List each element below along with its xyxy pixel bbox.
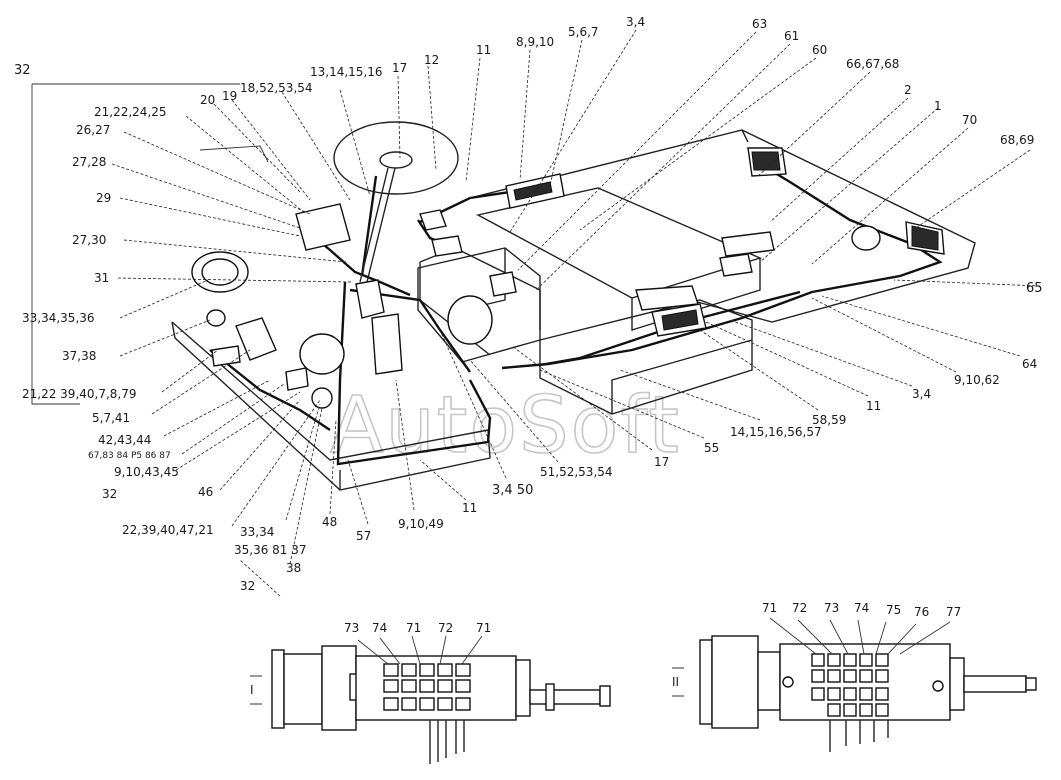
label-17-bottom: 17 bbox=[654, 455, 669, 469]
label-21-22-39-40: 21,22 39,40,7,8,79 bbox=[22, 387, 137, 401]
switch-II-num-72: 72 bbox=[792, 601, 807, 615]
contact-grid-II bbox=[811, 653, 889, 717]
leader-lines bbox=[111, 29, 1041, 597]
switch-II-num-75: 75 bbox=[886, 603, 901, 617]
switch-II-num-73: 73 bbox=[824, 601, 839, 615]
switch-block bbox=[295, 203, 351, 251]
label-20: 20 bbox=[200, 93, 215, 107]
label-55: 55 bbox=[704, 441, 719, 455]
lamp-center bbox=[447, 295, 493, 345]
label-11-bottom: 11 bbox=[462, 501, 477, 515]
switch-II-roman: II bbox=[672, 675, 679, 689]
label-32-top: 32 bbox=[14, 63, 31, 78]
switch-assembly-I: I 73 74 71 72 71 bbox=[250, 621, 611, 764]
bracket-32 bbox=[31, 84, 80, 405]
label-57: 57 bbox=[356, 529, 371, 543]
label-42-43-44: 42,43,44 bbox=[98, 433, 151, 447]
switch-I-roman: I bbox=[250, 683, 254, 697]
label-5-6-7: 5,6,7 bbox=[568, 25, 599, 39]
label-11-right: 11 bbox=[866, 399, 881, 413]
label-1: 1 bbox=[934, 99, 942, 113]
label-3-4-top: 3,4 bbox=[626, 15, 645, 29]
label-61: 61 bbox=[784, 29, 799, 43]
label-9-10-49: 9,10,49 bbox=[398, 517, 444, 531]
label-19: 19 bbox=[222, 89, 237, 103]
label-27-30: 27,30 bbox=[72, 233, 106, 247]
label-51-52-53-54: 51,52,53,54 bbox=[540, 465, 613, 479]
label-65: 65 bbox=[1026, 281, 1043, 296]
label-9-10-62: 9,10,62 bbox=[954, 373, 1000, 387]
label-2: 2 bbox=[904, 83, 912, 97]
label-66-67-68: 66,67,68 bbox=[846, 57, 899, 71]
label-35-36-81-37: 35,36 81 37 bbox=[234, 543, 307, 557]
switch-I-num-71b: 71 bbox=[476, 621, 491, 635]
label-27-28: 27,28 bbox=[72, 155, 106, 169]
label-11-top: 11 bbox=[476, 43, 491, 57]
label-5-7-41: 5,7,41 bbox=[92, 411, 130, 425]
label-38: 38 bbox=[286, 561, 301, 575]
label-8-9-10: 8,9,10 bbox=[516, 35, 554, 49]
label-31: 31 bbox=[94, 271, 109, 285]
switch-I-num-71a: 71 bbox=[406, 621, 421, 635]
label-21-22-24-25: 21,22,24,25 bbox=[94, 105, 167, 119]
label-12: 12 bbox=[424, 53, 439, 67]
label-17-top: 17 bbox=[392, 61, 407, 75]
label-70: 70 bbox=[962, 113, 977, 127]
label-68-69: 68,69 bbox=[1000, 133, 1034, 147]
label-32-bottom: 32 bbox=[240, 579, 255, 593]
label-32-mid: 32 bbox=[102, 487, 117, 501]
switch-I-num-72: 72 bbox=[438, 621, 453, 635]
steering-wheel bbox=[333, 121, 459, 283]
label-48: 48 bbox=[322, 515, 337, 529]
label-37-38: 37,38 bbox=[62, 349, 96, 363]
label-18-52-53-54: 18,52,53,54 bbox=[240, 81, 313, 95]
switch-I-num-73: 73 bbox=[344, 621, 359, 635]
switch-II-num-74: 74 bbox=[854, 601, 869, 615]
label-46: 46 bbox=[198, 485, 213, 499]
label-58-59: 58,59 bbox=[812, 413, 846, 427]
switch-II-num-71: 71 bbox=[762, 601, 777, 615]
label-22-39-40-47-21: 22,39,40,47,21 bbox=[122, 523, 214, 537]
switch-assembly-II: II 71 72 73 74 75 76 77 bbox=[672, 601, 1037, 752]
relay-box bbox=[235, 317, 277, 361]
label-63: 63 bbox=[752, 17, 767, 31]
switch-I-num-74: 74 bbox=[372, 621, 387, 635]
label-26-27: 26,27 bbox=[76, 123, 110, 137]
label-3-4-right: 3,4 bbox=[912, 387, 931, 401]
components bbox=[191, 145, 945, 409]
gauge-round bbox=[299, 333, 345, 375]
label-9-10-43-45: 9,10,43,45 bbox=[114, 465, 179, 479]
label-29: 29 bbox=[96, 191, 111, 205]
label-33-34-35-36: 33,34,35,36 bbox=[22, 311, 95, 325]
switch-II-num-76: 76 bbox=[914, 605, 929, 619]
label-64: 64 bbox=[1022, 357, 1037, 371]
label-3-4-50: 3,4 50 bbox=[492, 483, 533, 498]
label-67-83: 67,83 84 P5 86 87 bbox=[88, 451, 171, 461]
labels: 32 18,52,53,54 13,14,15,16 17 12 11 8,9,… bbox=[14, 15, 1043, 593]
switch-II-num-77: 77 bbox=[946, 605, 961, 619]
label-13-14-15-16: 13,14,15,16 bbox=[310, 65, 383, 79]
label-14-15-16-56-57: 14,15,16,56,57 bbox=[730, 425, 822, 439]
contact-grid-I bbox=[383, 663, 471, 711]
label-33-34: 33,34 bbox=[240, 525, 274, 539]
label-60: 60 bbox=[812, 43, 827, 57]
